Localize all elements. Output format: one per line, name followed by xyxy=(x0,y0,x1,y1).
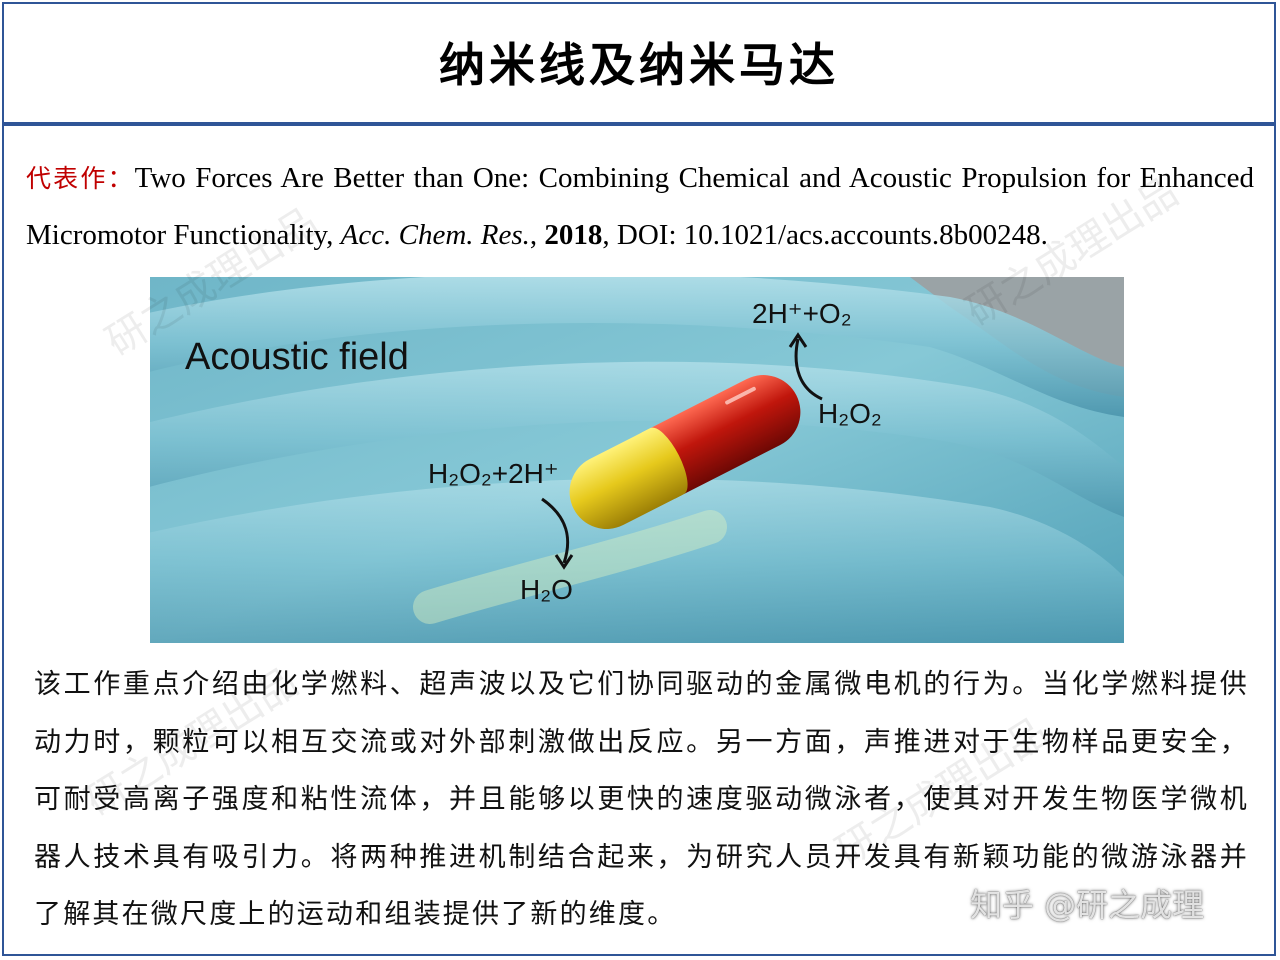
reference-label: 代表作： xyxy=(26,164,135,193)
micromotor-figure: Acoustic field 2H⁺+O₂ H₂O₂ H₂O₂+2H⁺ H₂O xyxy=(150,277,1124,643)
top-product-label: 2H⁺+O₂ xyxy=(752,298,852,329)
left-product-label: H₂O xyxy=(520,574,573,605)
reference-citation: 代表作：Two Forces Are Better than One: Comb… xyxy=(26,150,1254,263)
right-reactant-label: H₂O₂ xyxy=(818,398,882,429)
slide-title: 纳米线及纳米马达 xyxy=(439,38,839,92)
title-banner: 纳米线及纳米马达 xyxy=(2,2,1276,126)
wave-ridge-2 xyxy=(150,361,1124,517)
reference-title: Two Forces Are Better than One: Combinin… xyxy=(26,162,1254,251)
capsule-red-half xyxy=(650,375,801,495)
field-label-group: Acoustic field 2H⁺+O₂ H₂O₂ H₂O₂+2H⁺ H₂O xyxy=(185,298,882,605)
doi-text: , DOI: 10.1021/acs.accounts.8b00248. xyxy=(602,219,1048,251)
wave-ridge-3 xyxy=(150,478,1124,643)
left-reaction-arrow xyxy=(541,497,570,564)
zhihu-watermark: 知乎 @研之成理 xyxy=(970,886,1205,924)
micromotor-capsule xyxy=(569,375,801,529)
journal-comma: , xyxy=(529,219,545,251)
journal-name: Acc. Chem. Res. xyxy=(340,219,530,251)
motor-trail xyxy=(413,510,727,624)
publication-year: 2018 xyxy=(544,219,603,251)
acoustic-field-label: Acoustic field xyxy=(185,336,409,378)
left-reactant-label: H₂O₂+2H⁺ xyxy=(428,458,559,489)
wave-ridge-1 xyxy=(150,277,1124,417)
figure-illustration: Acoustic field 2H⁺+O₂ H₂O₂ H₂O₂+2H⁺ H₂O xyxy=(150,277,1124,643)
description-paragraph: 该工作重点介绍由化学燃料、超声波以及它们协同驱动的金属微电机的行为。当化学燃料提… xyxy=(34,669,1249,930)
right-reaction-arrow xyxy=(794,338,823,401)
